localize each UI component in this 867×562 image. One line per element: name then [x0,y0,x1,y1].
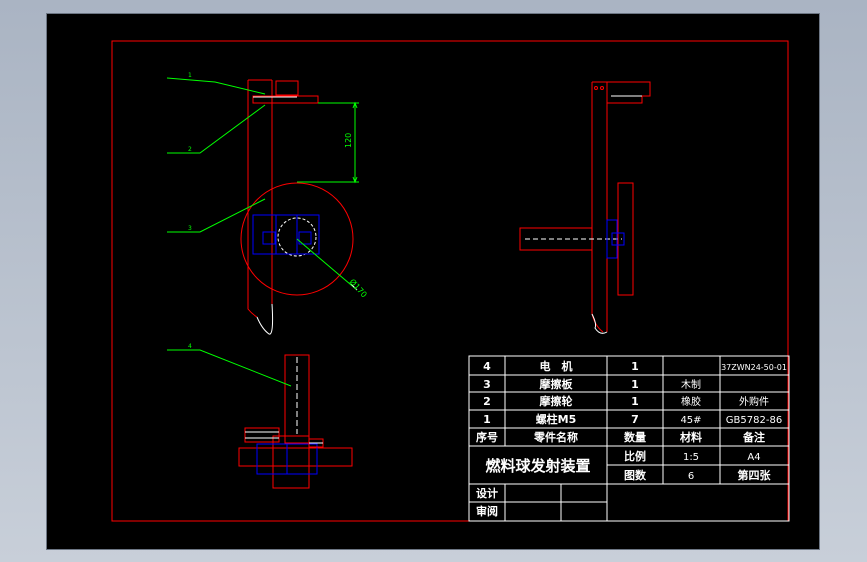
sheet-size: A4 [747,452,760,463]
designer-label: 设计 [476,486,498,500]
front-view [166,77,359,335]
bom-row-3-qty: 1 [631,378,639,391]
side-view [519,81,651,334]
bom-row-2: 2 摩擦轮 1 橡胶 外购件 [483,394,769,408]
title-block-grid [468,355,790,522]
drawing-count-label: 图数 [624,468,647,482]
bom-header-no: 序号 [476,430,498,444]
bom-header: 序号 零件名称 数量 材料 备注 [476,430,765,444]
bom-row-4-qty: 1 [631,360,639,373]
bom-header-qty: 数量 [624,430,646,444]
sheet-number: 第四张 [738,468,772,482]
leader-label-2: 2 [188,146,192,153]
bom-row-1-name: 螺柱M5 [536,412,577,426]
leader-label-3: 3 [188,225,192,232]
bom-row-4-name: 电 机 [540,359,573,373]
bom-row-1-no: 1 [483,413,491,426]
top-view [167,349,353,489]
bom-row-2-qty: 1 [631,395,639,408]
bom-row-4-note: 37ZWN24-50-01 [721,363,787,372]
bom-header-name: 零件名称 [533,430,578,444]
bom-row-2-material: 橡胶 [681,395,701,408]
leader-label-1: 1 [188,72,192,79]
bom-row-2-note: 外购件 [739,395,769,408]
dimension-diameter: Ø170 [348,277,370,300]
drawing-count-value: 6 [688,471,694,482]
cad-viewport[interactable]: 1 2 3 120 Ø170 4 [47,14,819,549]
bom-row-2-no: 2 [483,395,491,408]
bom-row-1-qty: 7 [631,413,639,426]
bom-row-4-no: 4 [483,360,491,373]
bom-row-3-no: 3 [483,378,491,391]
scale-label: 比例 [624,449,646,463]
bom-row-1-note: GB5782-86 [726,415,782,426]
cad-drawing: 1 2 3 120 Ø170 4 [111,40,790,522]
drawing-frame [111,40,789,522]
bom-row-3: 3 摩擦板 1 木制 [483,377,701,391]
bom-header-note: 备注 [742,430,765,444]
bom-row-1-material: 45# [680,415,701,426]
drawing-title: 燃料球发射装置 [485,457,590,475]
bom-row-4: 4 电 机 1 37ZWN24-50-01 [483,359,787,373]
reviewer-label: 审阅 [476,504,498,518]
bom-row-1: 1 螺柱M5 7 45# GB5782-86 [483,412,782,426]
dimension-height: 120 [344,133,353,148]
leader-label-4: 4 [188,343,192,350]
bom-row-3-name: 摩擦板 [540,377,574,391]
scale-value: 1:5 [683,452,699,463]
bom-header-material: 材料 [680,430,702,444]
bom-row-2-name: 摩擦轮 [540,394,573,408]
bom-row-3-material: 木制 [681,378,701,391]
